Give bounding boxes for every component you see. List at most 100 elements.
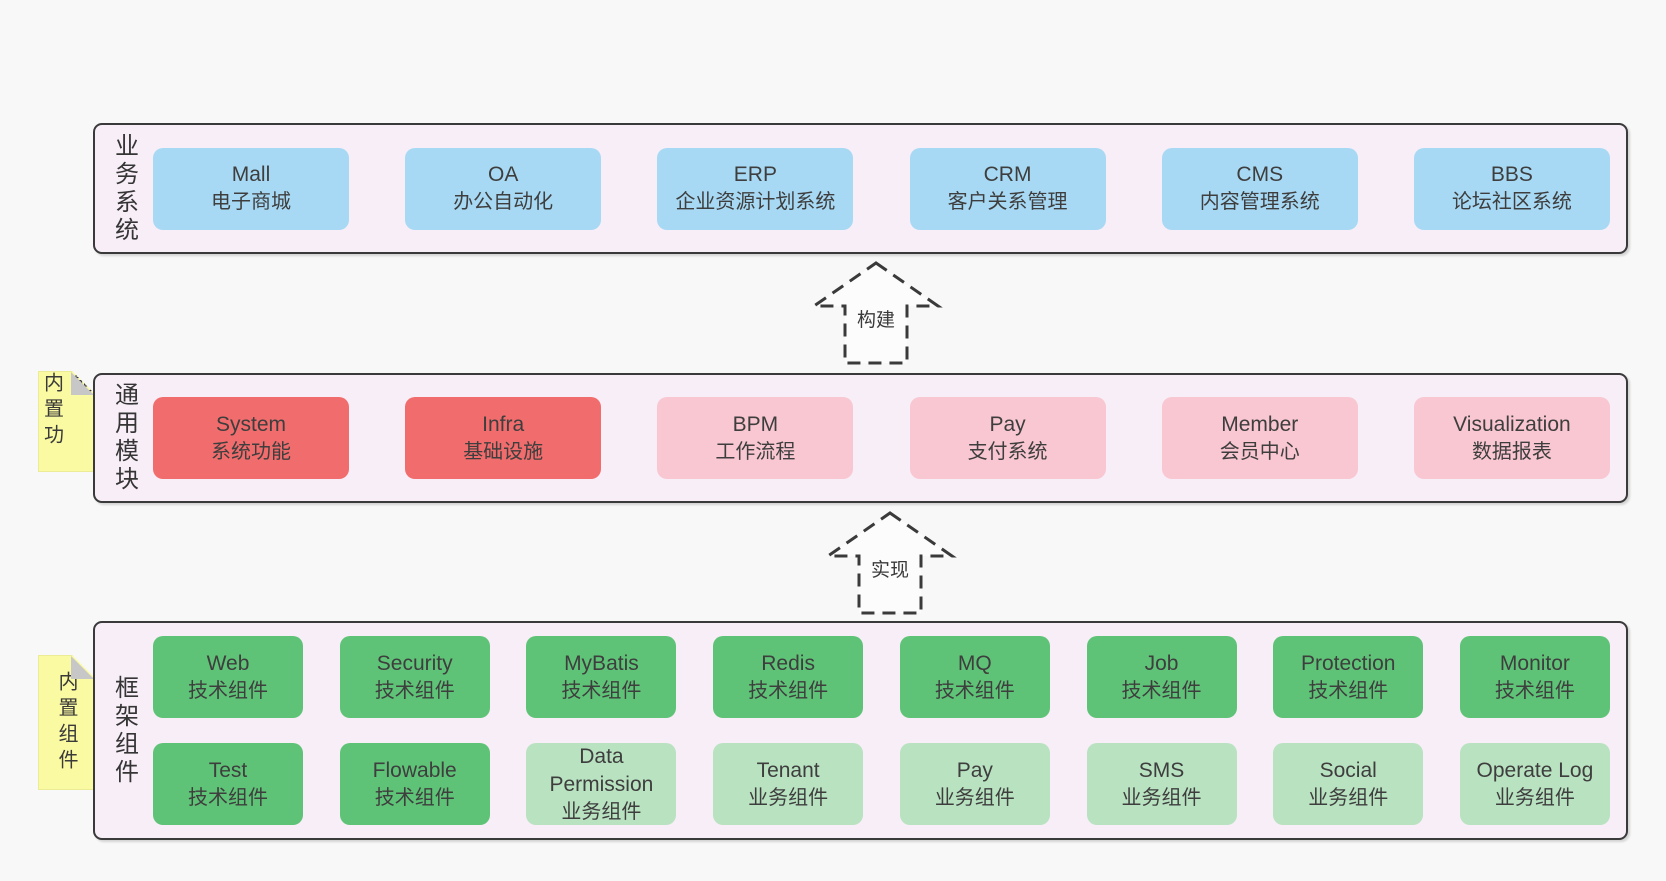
module-name: Data Permission (549, 745, 654, 796)
module-name: BPM (732, 412, 779, 436)
module-box: Monitor 技术组件 (1459, 636, 1610, 718)
module-box: Visualization 数据报表 (1413, 397, 1610, 479)
sticky-note-built-in-components: 内置组件 (38, 655, 95, 790)
module-box: BBS 论坛社区系统 (1413, 147, 1610, 230)
panel-label: 框架组件 (110, 674, 138, 787)
sticky-fold-corner-icon (71, 656, 94, 679)
module-row: System 系统功能 Infra 基础设施 BPM 工作流程 Pay (153, 397, 1610, 479)
module-name: Web (206, 651, 250, 675)
module-name: Security (376, 651, 453, 675)
module-box: Pay 支付系统 (909, 397, 1106, 479)
module-box: Mall 电子商城 (153, 147, 349, 230)
module-desc: 电子商城 (211, 191, 291, 214)
panel-content: Mall 电子商城 OA 办公自动化 ERP 企业资源计划系统 CRM (153, 125, 1626, 252)
module-desc: 会员中心 (1219, 440, 1300, 463)
module-desc: 技术组件 (1121, 679, 1202, 702)
module-name: SMS (1138, 758, 1185, 782)
module-desc: 客户关系管理 (947, 191, 1068, 214)
panel-content: System 系统功能 Infra 基础设施 BPM 工作流程 Pay (153, 375, 1626, 501)
module-desc: 系统功能 (211, 440, 291, 463)
module-box: CMS 内容管理系统 (1161, 147, 1358, 230)
module-name: MQ (957, 651, 992, 675)
module-name: Protection (1300, 651, 1396, 675)
module-name: Redis (761, 651, 815, 675)
module-box: Security 技术组件 (339, 636, 490, 718)
module-name: Flowable (372, 758, 457, 782)
module-desc: 企业资源计划系统 (675, 191, 836, 214)
module-desc: 技术组件 (1308, 679, 1389, 702)
panel-content: Web 技术组件 Security 技术组件 MyBatis 技术组件 (153, 623, 1626, 838)
module-row: Web 技术组件 Security 技术组件 MyBatis 技术组件 (153, 636, 1610, 718)
module-box: ERP 企业资源计划系统 (657, 147, 854, 230)
module-name: Pay (989, 412, 1026, 436)
module-box: Redis 技术组件 (713, 636, 864, 718)
module-box: Member 会员中心 (1161, 397, 1358, 479)
module-desc: 技术组件 (748, 679, 829, 702)
business-systems-panel: 业务系统 Mall 电子商城 OA 办公自动化 ERP (93, 123, 1628, 254)
module-name: Pay (956, 758, 993, 782)
build-arrow: 构建 (809, 259, 943, 367)
sticky-note-label: 内置组件 (55, 670, 77, 775)
module-desc: 业务组件 (748, 786, 829, 809)
module-name: Job (1144, 651, 1179, 675)
module-box: Pay 业务组件 (899, 743, 1050, 825)
module-desc: 业务组件 (1494, 786, 1575, 809)
module-box: BPM 工作流程 (657, 397, 854, 479)
module-name: OA (488, 163, 519, 187)
module-box: Tenant 业务组件 (713, 743, 864, 825)
module-desc: 业务组件 (934, 786, 1015, 809)
module-name: Visualization (1453, 412, 1571, 436)
module-desc: 技术组件 (934, 679, 1015, 702)
module-name: MyBatis (564, 651, 639, 675)
module-box: Operate Log 业务组件 (1459, 743, 1610, 825)
module-box: Test 技术组件 (153, 743, 303, 825)
module-desc: 工作流程 (715, 440, 796, 463)
module-name: Test (208, 758, 248, 782)
module-name: Mall (231, 163, 271, 187)
module-desc: 技术组件 (188, 679, 268, 702)
module-desc: 办公自动化 (453, 191, 554, 214)
module-desc: 技术组件 (374, 786, 455, 809)
module-name: Operate Log (1476, 758, 1594, 782)
module-desc: 业务组件 (561, 800, 642, 823)
module-desc: 论坛社区系统 (1451, 191, 1572, 214)
panel-label: 通用模块 (110, 382, 138, 494)
module-desc: 支付系统 (967, 440, 1048, 463)
module-row: Test 技术组件 Flowable 技术组件 Data Permission … (153, 743, 1610, 825)
module-box: System 系统功能 (153, 397, 349, 479)
sticky-note-built-in-functions: 内置功能 (38, 371, 95, 472)
module-box: Social 业务组件 (1273, 743, 1424, 825)
common-modules-panel: 通用模块 System 系统功能 Infra 基础设施 BPM (93, 373, 1628, 503)
module-desc: 数据报表 (1471, 440, 1552, 463)
module-desc: 技术组件 (1494, 679, 1575, 702)
module-desc: 技术组件 (188, 786, 268, 809)
module-name: ERP (733, 163, 777, 187)
module-box: CRM 客户关系管理 (909, 147, 1106, 230)
module-desc: 基础设施 (463, 440, 544, 463)
module-desc: 技术组件 (561, 679, 642, 702)
module-name: BBS (1490, 163, 1533, 187)
module-name: CMS (1236, 163, 1284, 187)
arrow-label: 构建 (853, 305, 899, 332)
panel-label: 业务系统 (110, 132, 138, 245)
module-box: Job 技术组件 (1086, 636, 1237, 718)
module-name: Monitor (1499, 651, 1570, 675)
module-box: Infra 基础设施 (405, 397, 602, 479)
module-box: MyBatis 技术组件 (526, 636, 677, 718)
module-name: System (215, 412, 286, 436)
module-box: Data Permission 业务组件 (526, 743, 677, 825)
module-name: Social (1319, 758, 1377, 782)
module-name: CRM (983, 163, 1032, 187)
module-name: Tenant (756, 758, 820, 782)
module-box: Web 技术组件 (153, 636, 303, 718)
module-box: Flowable 技术组件 (339, 743, 490, 825)
module-box: SMS 业务组件 (1086, 743, 1237, 825)
module-box: OA 办公自动化 (405, 147, 602, 230)
module-desc: 业务组件 (1121, 786, 1202, 809)
module-box: MQ 技术组件 (899, 636, 1050, 718)
module-name: Member (1221, 412, 1299, 436)
module-row: Mall 电子商城 OA 办公自动化 ERP 企业资源计划系统 CRM (153, 147, 1610, 230)
module-box: Protection 技术组件 (1273, 636, 1424, 718)
module-desc: 技术组件 (374, 679, 455, 702)
